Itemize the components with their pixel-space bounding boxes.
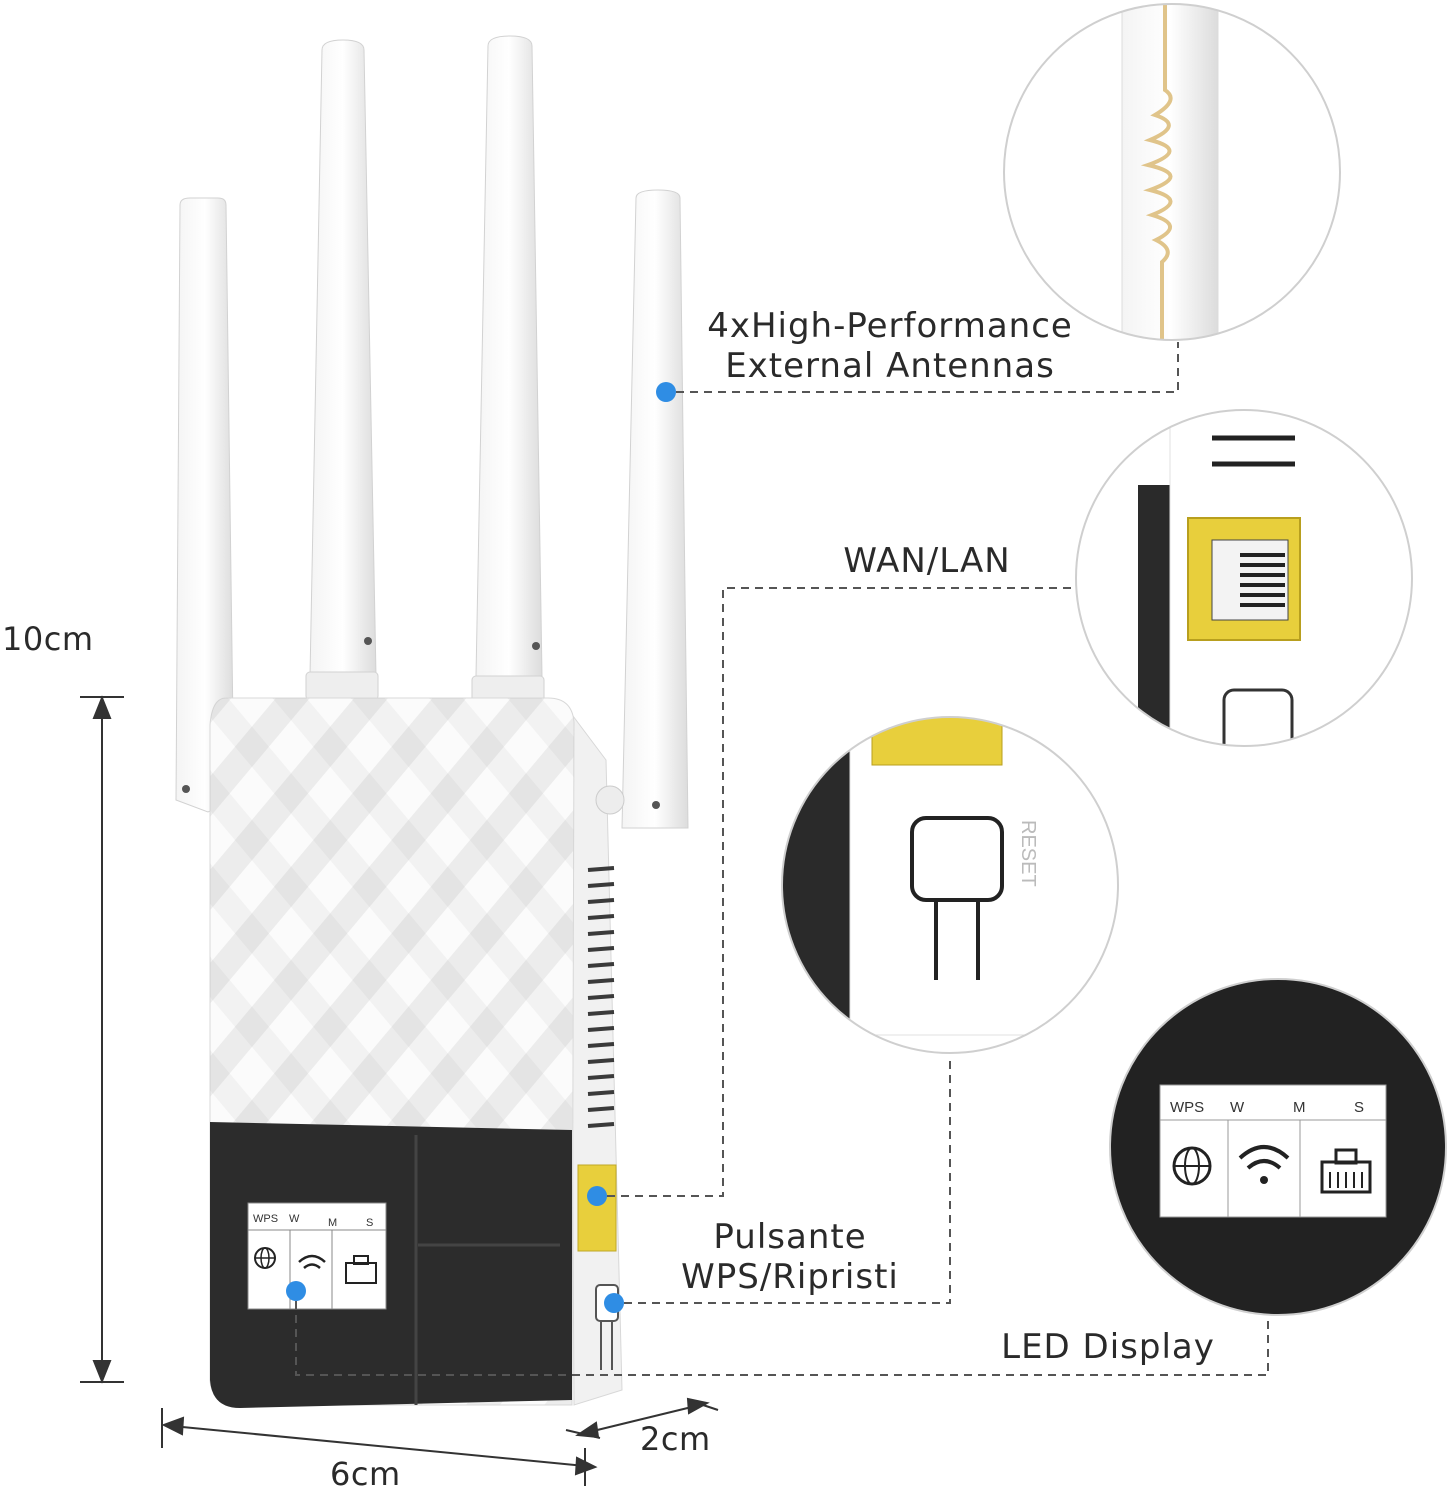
height-dimension: 10cm (2, 620, 94, 658)
svg-text:W: W (289, 1213, 300, 1225)
reset-label: RESET (1017, 820, 1039, 887)
antennas-callout: 4xHigh-Performance External Antennas (690, 306, 1090, 386)
svg-text:M: M (328, 1217, 337, 1229)
led-header-w: W (1230, 1099, 1245, 1116)
wan-lan-closeup (1075, 409, 1413, 747)
svg-text:S: S (366, 1217, 373, 1229)
extender-device: WPS W M S (209, 697, 625, 1408)
led-display-closeup: WPS W M S (1109, 978, 1447, 1316)
led-header-wps: WPS (1170, 1099, 1204, 1116)
wan-lan-callout: WAN/LAN (843, 541, 1011, 581)
led-header-s: S (1354, 1099, 1364, 1116)
svg-text:WPS: WPS (253, 1213, 278, 1225)
wps-reset-callout: Pulsante WPS/Ripristi (660, 1217, 920, 1297)
antennas (175, 35, 689, 829)
ethernet-icon (1320, 1148, 1372, 1194)
antennas-callout-line1: 4xHigh-Performance (707, 306, 1073, 346)
antenna-closeup (1003, 3, 1341, 341)
wifi-icon (1238, 1145, 1290, 1170)
depth-dimension: 2cm (640, 1420, 711, 1458)
reset-button-closeup: RESET (781, 716, 1119, 1054)
wifi-icon (298, 1254, 326, 1269)
callout-dots (286, 382, 676, 1313)
wps-reset-callout-line1: Pulsante (713, 1217, 867, 1257)
antennas-callout-line2: External Antennas (725, 346, 1055, 386)
led-display-callout: LED Display (1001, 1327, 1215, 1367)
dimension-lines (80, 695, 719, 1486)
width-dimension: 6cm (330, 1455, 401, 1493)
leader-lines (295, 342, 1269, 1376)
wps-reset-callout-line2: WPS/Ripristi (681, 1257, 899, 1297)
led-header-m: M (1293, 1099, 1306, 1116)
